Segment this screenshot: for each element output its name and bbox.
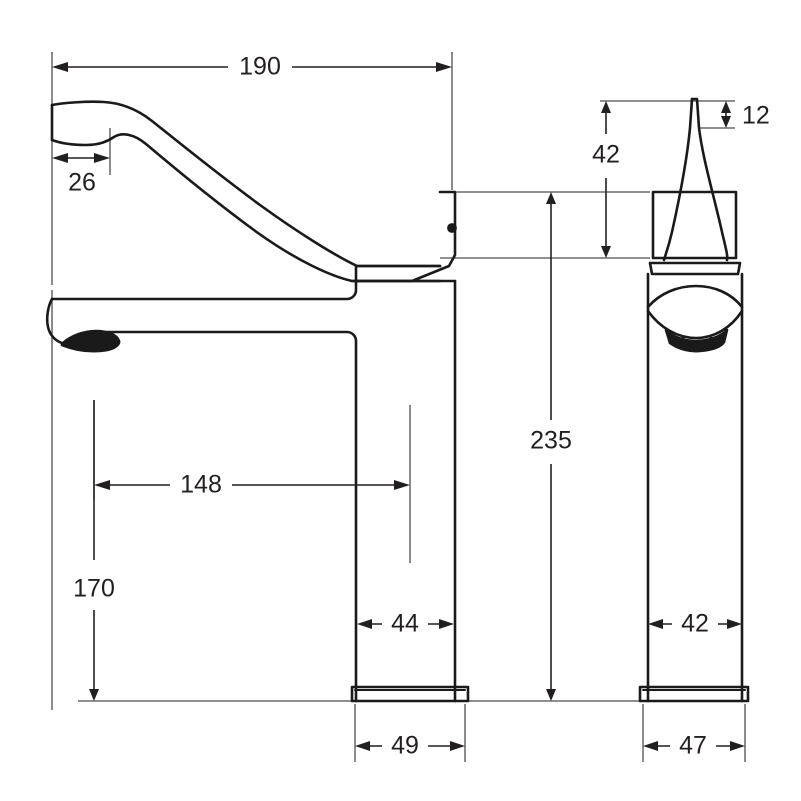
- body-shoulder-top: [50, 264, 358, 301]
- dimension-label-44: 44: [391, 610, 419, 638]
- dimension-body-width-side: 44: [357, 610, 454, 638]
- dimension-overall-length: 190: [52, 53, 452, 81]
- dimension-spout-height: 170: [73, 400, 115, 701]
- dimension-body-width-front: 42: [648, 610, 742, 638]
- front-aerator-rim: [668, 340, 726, 353]
- dimension-overall-height: 235: [530, 192, 572, 701]
- dimension-spout-tip-offset: 26: [52, 153, 110, 197]
- cartridge-housing: [651, 190, 738, 260]
- dimension-label-12: 12: [742, 102, 770, 130]
- base-plate-front: [638, 685, 750, 703]
- spout-aerator-rim: [60, 340, 121, 353]
- extension-lines: [51, 52, 746, 762]
- front-body-cylinder: [646, 272, 744, 703]
- front-aerator-center: [681, 336, 713, 347]
- front-elevation-view: [638, 97, 750, 703]
- dimension-label-49: 49: [391, 732, 419, 760]
- lever-spike-outline: [690, 97, 729, 262]
- body-upper-block: [354, 190, 457, 283]
- front-spout-bulge-lower: [646, 309, 744, 340]
- dimension-label-42-height: 42: [592, 141, 620, 169]
- dimension-label-26: 26: [68, 169, 96, 197]
- dimension-spout-reach: 148: [94, 471, 410, 499]
- dimension-lever-height: 42: [592, 101, 620, 258]
- dimension-label-190: 190: [239, 53, 281, 81]
- lever-handle-outline: [50, 100, 442, 268]
- side-elevation-view: [45, 100, 470, 703]
- base-plate-side: [350, 685, 470, 703]
- dimension-label-148: 148: [180, 471, 222, 499]
- front-collar: [648, 261, 742, 276]
- dimension-label-235: 235: [530, 427, 572, 455]
- front-spout-bulge: [646, 284, 744, 309]
- cartridge-pivot-dot: [447, 223, 457, 233]
- lever-spike-outline-left: [662, 97, 694, 262]
- dimension-base-width-side: 49: [355, 732, 465, 760]
- dimension-label-42-width: 42: [681, 610, 709, 638]
- spout-bottom-outline: [93, 330, 358, 703]
- dimension-base-width-front: 47: [643, 732, 745, 760]
- dimension-label-170: 170: [73, 575, 115, 603]
- dimension-label-47: 47: [679, 732, 707, 760]
- dimension-lever-tip-height: 12: [721, 101, 770, 130]
- lever-handle-underside: [50, 133, 442, 283]
- spout-top-outline: [45, 297, 64, 345]
